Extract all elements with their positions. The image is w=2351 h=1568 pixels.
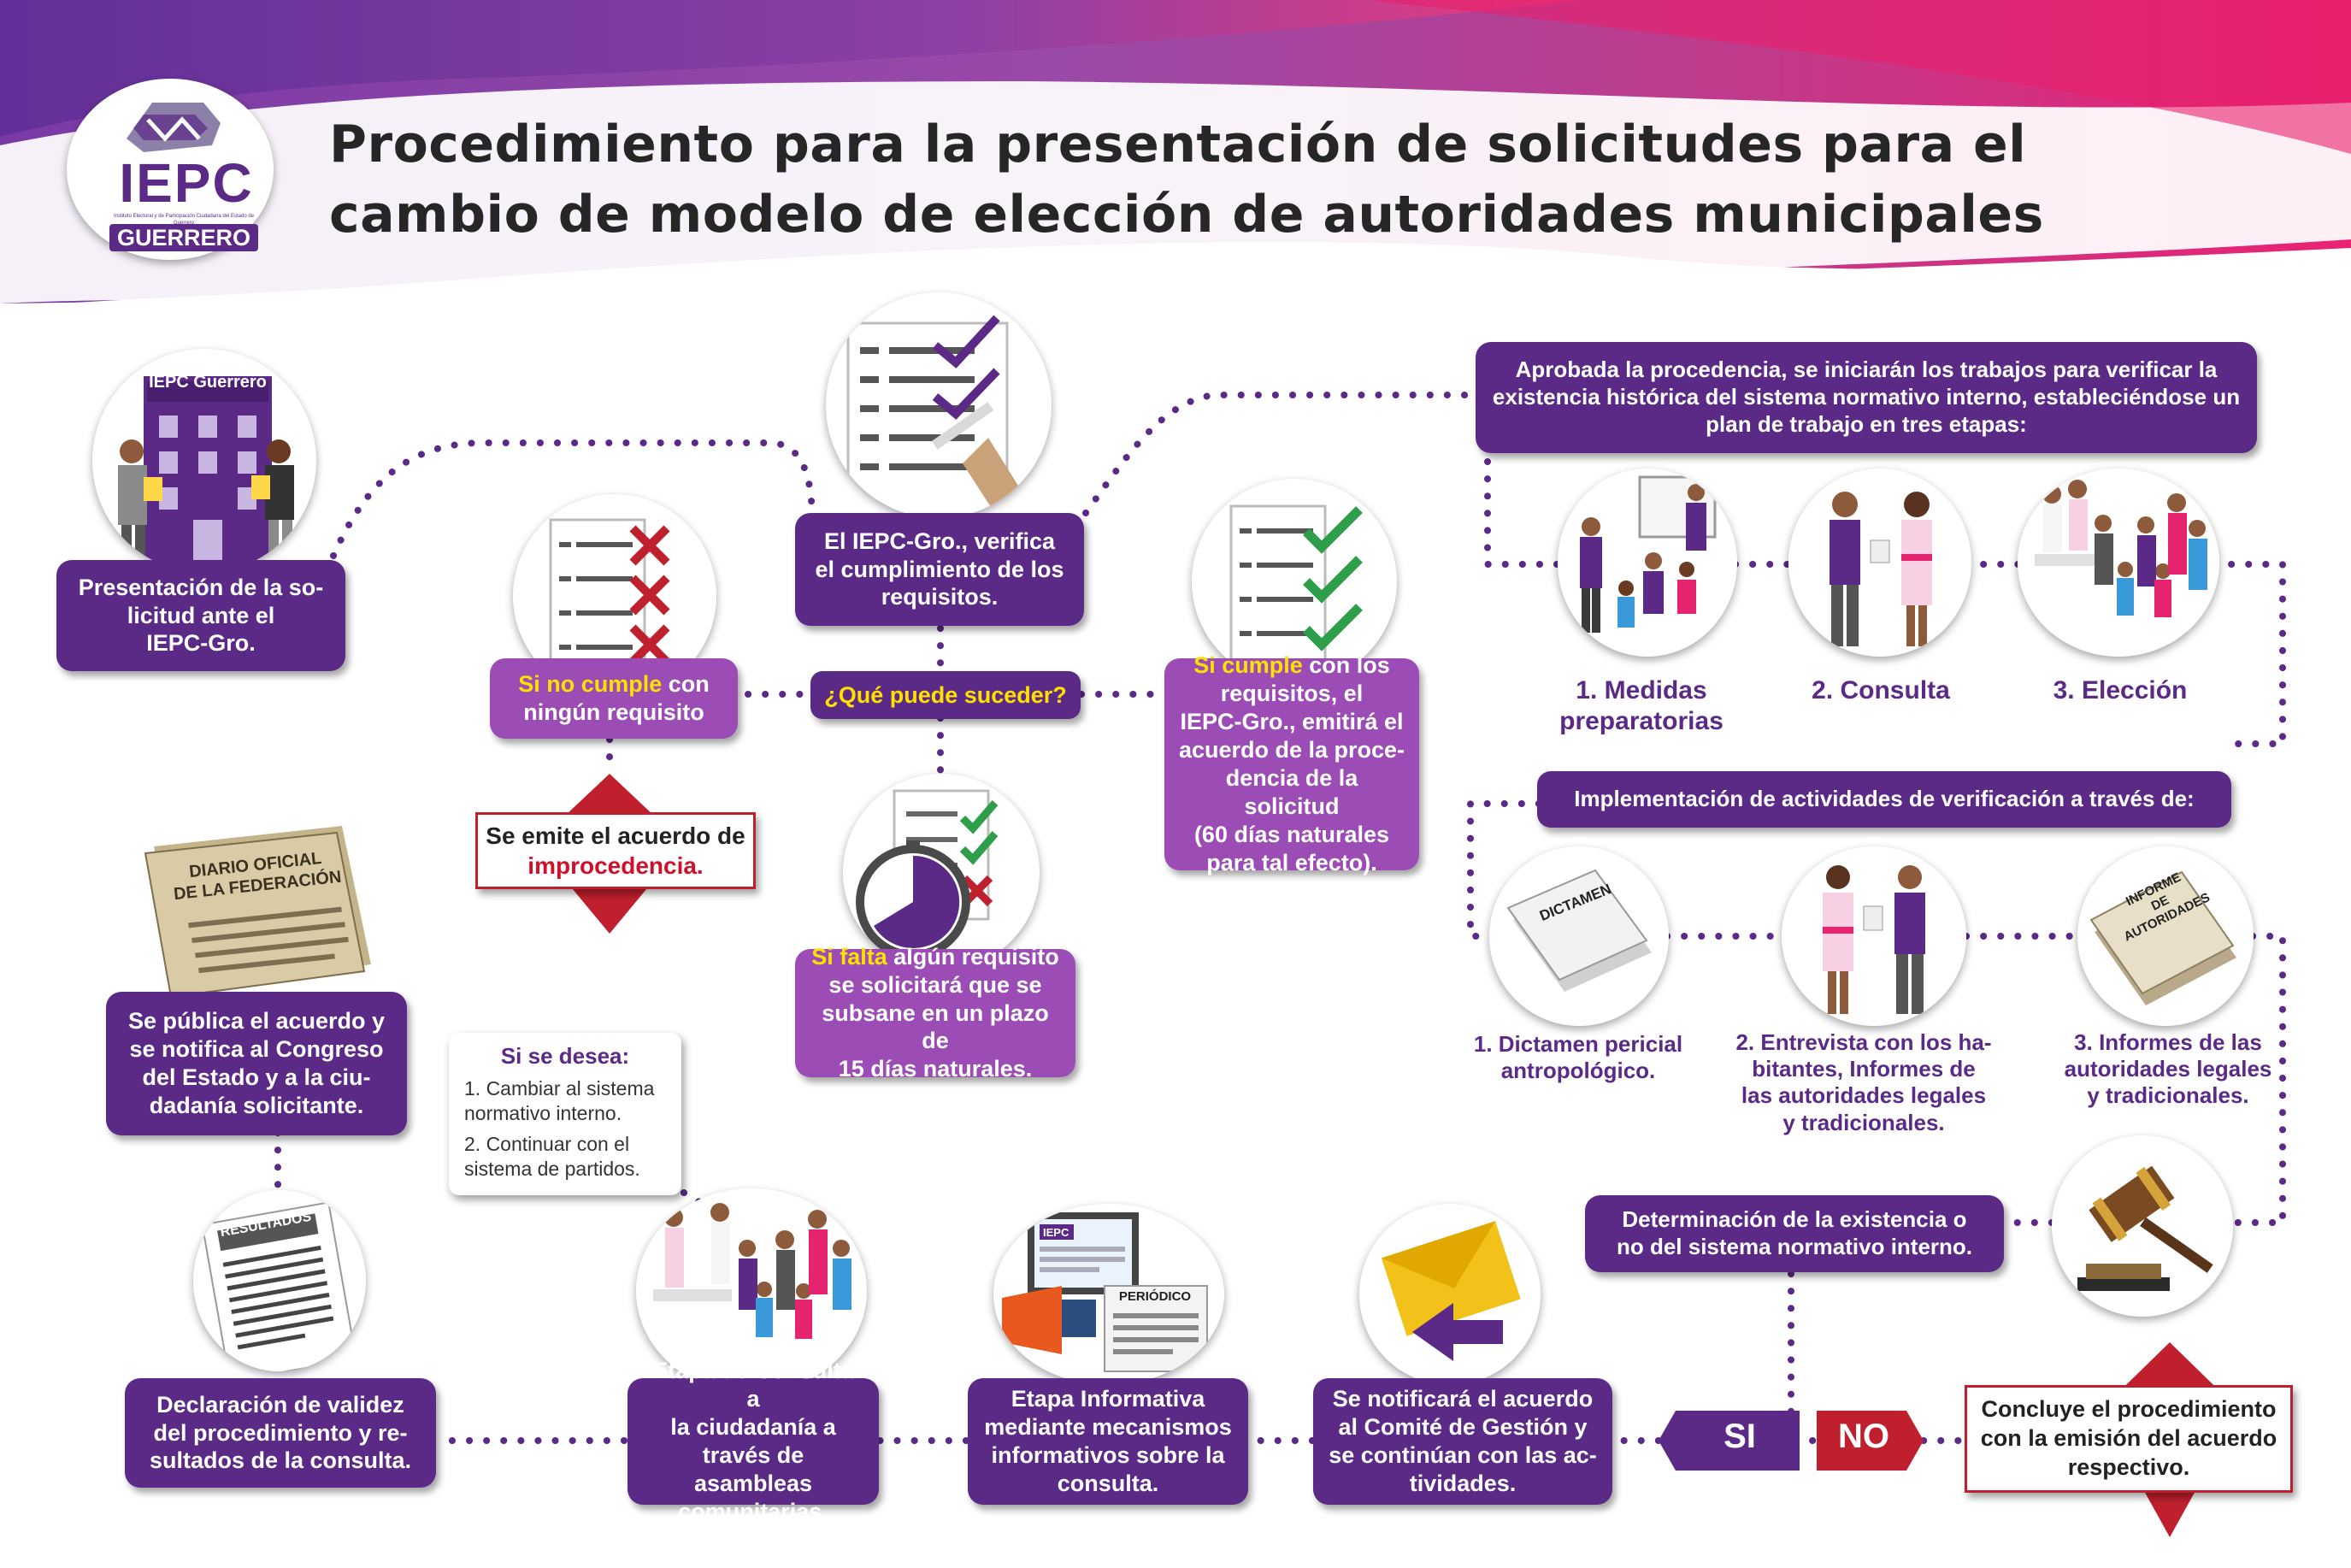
resultados-document-icon [201,1201,357,1371]
resultados-illustration [193,1190,366,1371]
etapa-2-label: 2. Consulta [1812,676,1950,704]
dictamen-document-icon [1506,869,1652,992]
two-people-talking-icon [1830,492,1932,646]
periodico-label: PERIÓDICO [1118,1289,1192,1304]
falta-text: algún requisito se solicitará que se sub… [822,943,1059,1082]
consulta-illustration [636,1188,867,1394]
step-falta: Si falta algún requisito se solicitará q… [795,944,1075,1082]
step-determinacion: Determinación de la existencia o no del … [1585,1195,2004,1272]
etapa-1-label: 1. Medidas preparatorias [1559,676,1723,735]
gavel-illustration [2052,1135,2233,1317]
monitor-label: IEPC [1043,1226,1069,1239]
step-aprobada: Aprobada la procedencia, se iniciarán lo… [1476,342,2257,453]
interview-people-icon [1823,865,1925,1014]
diario-oficial-icon [144,826,371,999]
no-label: NO [1838,1418,1889,1455]
improcedencia-text: Se emite el acuerdo de [486,822,745,849]
page-title: Procedimiento para la presentación de so… [329,109,2044,250]
cumple-highlight: Si cumple [1193,652,1303,679]
community-assembly-icon [653,1203,851,1339]
meeting-people-icon [1580,475,1717,633]
note-si-se-desea: Si se desea: 1. Cambiar al sistema norma… [449,1033,681,1195]
si-arrow-shape [1659,1411,1800,1471]
que-puede-suceder: ¿Qué puede suceder? [810,671,1081,719]
checklist-check-illustration [1192,479,1397,684]
improcedencia-highlight: improcedencia. [527,852,704,879]
step-publica: Se pública el acuerdo y se notifica al C… [106,992,407,1135]
falta-highlight: Si falta [811,943,887,970]
etapa-consulta-illustration [1788,469,1971,657]
note-title: Si se desea: [500,1043,630,1069]
cumple-text: con los requisitos, el IEPC-Gro., emitir… [1178,652,1405,875]
gavel-icon [2077,1165,2213,1291]
informe-book-icon [2089,870,2236,1005]
stopwatch-illustration [843,774,1040,970]
step-consulta: Etapa de Consulta a la ciudadanía a trav… [628,1358,879,1524]
stopwatch-checklist-icon [856,789,999,959]
megaphone-newspaper-icon [1002,1212,1208,1372]
step-informativa: Etapa Informativa mediante mecanismos in… [968,1378,1248,1505]
entrevista-illustration [1782,846,1966,1026]
checklist-green-check-icon [1229,504,1363,679]
step-concluye: Concluye el procedimiento con la emisión… [1965,1385,2293,1493]
no-arrow-shape [1817,1411,1924,1471]
step-presentacion: Presentación de la so- licitud ante el I… [56,560,345,671]
no-cumple-text: con ningún requisito [523,671,710,725]
checklist-pen-icon [846,315,1031,518]
logo-subtitle: Instituto Electoral y de Participación C… [113,214,255,226]
step-cumple: Si cumple con los requisitos, el IEPC-Gr… [1164,652,1419,875]
si-label: SI [1723,1418,1756,1455]
etapa-3-label: 3. Elección [2053,676,2188,704]
envelope-arrow-icon [1381,1221,1521,1361]
no-cumple-highlight: Si no cumple [518,671,663,698]
logo-state: GUERRERO [109,224,258,251]
envelope-illustration [1359,1204,1541,1385]
step-notificara: Se notificará el acuerdo al Comité de Ge… [1313,1378,1612,1505]
verificacion-2-label: 2. Entrevista con los ha- bitantes, Info… [1735,1029,1992,1135]
step-implementacion: Implementación de actividades de verific… [1537,771,2231,828]
step-verifica: El IEPC-Gro., verifica el cumplimiento d… [795,513,1084,626]
informe-illustration [2077,846,2254,1026]
assembly-crowd-icon [2035,480,2207,617]
dictamen-illustration [1489,846,1669,1026]
step-no-cumple: Si no cumple con ningún requisito [490,658,738,739]
building-sign: IEPC Guerrero [149,373,267,392]
etapa-eleccion-illustration [2018,469,2219,657]
note-item-2: 2. Continuar con el sistema de partidos. [464,1132,640,1181]
building-icon [118,376,294,573]
note-item-1: 1. Cambiar al sistema normativo interno. [464,1077,655,1125]
title-line-1: Procedimiento para la presentación de so… [329,115,2027,174]
step-declaracion: Declaración de validez del procedimiento… [125,1378,436,1488]
logo-emblem-icon [127,103,221,152]
informativa-illustration [993,1204,1224,1385]
etapa-medidas-illustration [1558,469,1737,657]
step-improcedencia: Se emite el acuerdo de improcedencia. [475,812,756,889]
title-line-2: cambio de modelo de elección de autorida… [329,185,2044,245]
verificacion-1-label: 1. Dictamen pericial antropológico. [1473,1031,1683,1084]
building-illustration [92,349,316,573]
verificacion-3-label: 3. Informes de las autoridades legales y… [2064,1029,2272,1109]
logo-name: IEPC [119,152,254,214]
checklist-verify-illustration [826,292,1052,518]
